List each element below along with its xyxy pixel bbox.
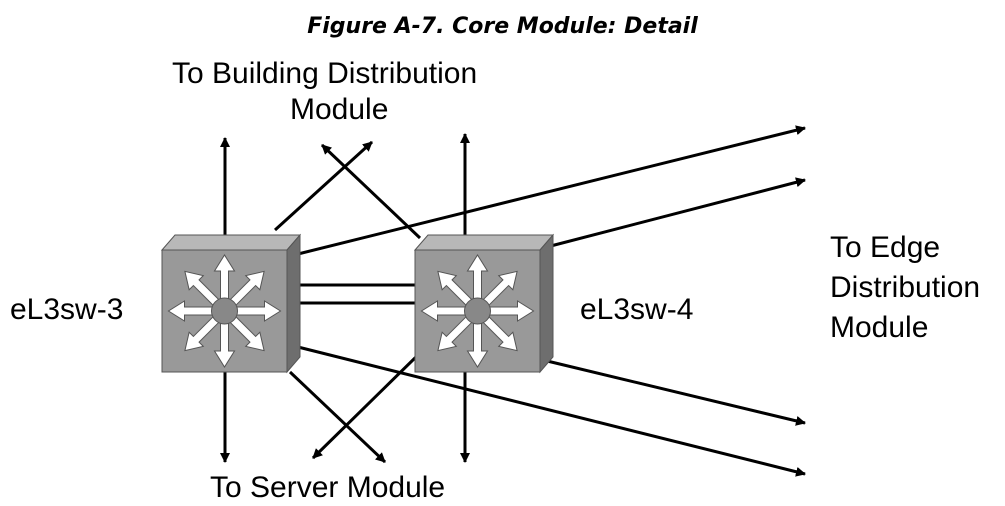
label-building-line2: Module xyxy=(290,93,389,126)
label-edge-line2: Distribution xyxy=(830,271,981,304)
switch-eL3sw-3 xyxy=(160,233,302,374)
label-switch-eL3sw-3: eL3sw-3 xyxy=(10,293,124,326)
figure-caption: Figure A-7. Core Module: Detail xyxy=(307,14,698,39)
label-edge-line3: Module xyxy=(830,311,929,344)
label-building-line1: To Building Distribution xyxy=(172,57,478,90)
label-server: To Server Module xyxy=(210,471,446,504)
label-edge-line1: To Edge xyxy=(830,231,941,264)
link-sw3-edge-2 xyxy=(289,343,806,477)
link-sw3-server xyxy=(288,370,387,464)
connections xyxy=(220,125,806,477)
link-sw4-edge-2 xyxy=(542,358,806,426)
layer3-switch-icon xyxy=(421,254,534,368)
switch-eL3sw-4 xyxy=(413,233,555,374)
layer3-switch-icon xyxy=(168,254,281,368)
label-switch-eL3sw-4: eL3sw-4 xyxy=(580,293,694,326)
link-sw4-building xyxy=(320,143,422,240)
link-sw3-edge-1 xyxy=(289,125,806,258)
link-sw3-building xyxy=(273,140,374,232)
link-sw4-edge-1 xyxy=(542,177,806,250)
